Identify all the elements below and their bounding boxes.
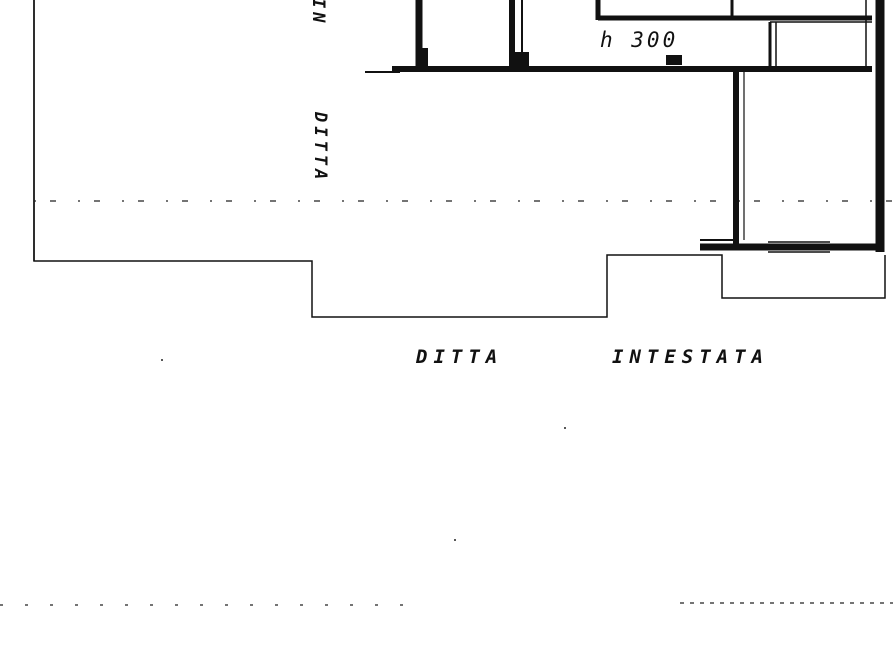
side-neighbor-label: DITTA — [310, 112, 330, 184]
ceiling-height-label: h 300 — [600, 28, 679, 52]
building-walls — [365, 0, 885, 253]
neighbor-label-intestata: INTESTATA — [612, 346, 769, 368]
stray-marks — [161, 359, 566, 541]
lot-boundary — [33, 0, 886, 318]
neighbor-label-ditta: DITTA — [416, 346, 504, 368]
side-neighbor-label-top: IN — [308, 0, 328, 27]
